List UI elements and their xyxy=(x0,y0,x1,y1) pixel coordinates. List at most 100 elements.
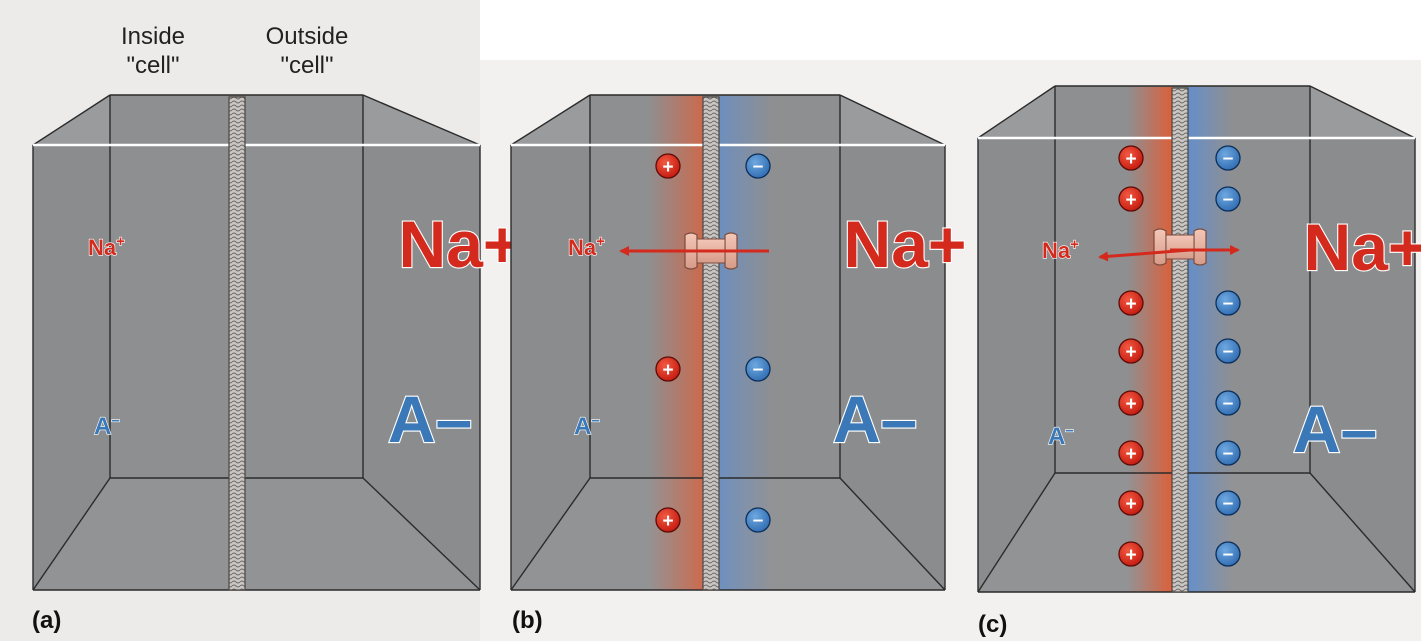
minus-sign: – xyxy=(753,510,764,531)
outside-label-line1: Outside xyxy=(265,23,349,50)
panel-letter-c: (c) xyxy=(978,611,1008,638)
membrane xyxy=(1171,87,1189,593)
minus-circle xyxy=(1215,490,1241,516)
negative-charge: – xyxy=(1215,290,1241,316)
edge-floor-right xyxy=(362,477,481,591)
large-anion-label: A– xyxy=(388,382,472,456)
minus-circle xyxy=(1215,338,1241,364)
edge-floor-right xyxy=(1309,472,1416,593)
plus-circle xyxy=(1118,290,1144,316)
box-floor xyxy=(33,478,480,590)
positive-charge: + xyxy=(1118,290,1144,316)
edge-top-right xyxy=(1309,85,1416,139)
channel-left-subunit xyxy=(1153,228,1167,266)
plus-sign: + xyxy=(1125,149,1136,170)
minus-sign: – xyxy=(753,359,764,380)
outside-label-line2: "cell" xyxy=(280,52,334,79)
plus-circle xyxy=(655,507,681,533)
plus-circle xyxy=(1118,338,1144,364)
plus-circle xyxy=(655,153,681,179)
minus-sign: – xyxy=(1223,293,1234,314)
positive-charge: + xyxy=(1118,338,1144,364)
plus-circle xyxy=(1118,541,1144,567)
minus-circle xyxy=(1215,541,1241,567)
inside-label-line2: "cell" xyxy=(126,52,180,79)
anion-superscript: – xyxy=(111,412,119,429)
positive-charge: + xyxy=(1118,186,1144,212)
panel-c: Na+Na+A–A–+–+–+–+–+–+–+–+– xyxy=(977,85,1421,593)
plus-circle xyxy=(655,356,681,382)
panel-a: Na+Na+A–A– xyxy=(32,94,523,591)
minus-sign: – xyxy=(1223,341,1234,362)
negative-charge: – xyxy=(1215,390,1241,416)
negative-charge: – xyxy=(745,356,771,382)
plus-sign: + xyxy=(662,157,673,178)
outside-cell-label: Outside "cell" xyxy=(248,22,366,80)
positive-charge: + xyxy=(1118,490,1144,516)
minus-circle xyxy=(1215,145,1241,171)
large-sodium-label: Na+ xyxy=(844,207,967,281)
negative-charge: – xyxy=(1215,145,1241,171)
positive-charge: + xyxy=(1118,440,1144,466)
minus-circle xyxy=(745,153,771,179)
negative-charge-layer xyxy=(719,96,774,590)
plus-sign: + xyxy=(1125,394,1136,415)
plus-sign: + xyxy=(1125,190,1136,211)
plus-sign: + xyxy=(1125,342,1136,363)
positive-charge-layer xyxy=(648,96,703,590)
negative-charge: – xyxy=(1215,541,1241,567)
plus-sign: + xyxy=(1125,294,1136,315)
plus-circle xyxy=(1118,145,1144,171)
large-anion-label: A– xyxy=(1293,392,1377,466)
inside-label-line1: Inside xyxy=(120,23,186,50)
minus-circle xyxy=(1215,440,1241,466)
negative-charge: – xyxy=(1215,490,1241,516)
large-anion-label: A– xyxy=(833,382,917,456)
negative-charge: – xyxy=(1215,186,1241,212)
positive-charge: + xyxy=(655,356,681,382)
minus-sign: – xyxy=(1223,493,1234,514)
panel-letter-b: (b) xyxy=(512,607,543,634)
minus-sign: – xyxy=(753,156,764,177)
plus-circle xyxy=(1118,440,1144,466)
negative-charge: – xyxy=(1215,338,1241,364)
large-sodium-label: Na+ xyxy=(399,207,522,281)
small-sodium-label: Na+ xyxy=(1042,236,1079,263)
negative-charge: – xyxy=(745,507,771,533)
edge-top-left xyxy=(510,94,591,146)
edge-floor-left xyxy=(32,477,111,591)
minus-sign: – xyxy=(1223,148,1234,169)
positive-charge: + xyxy=(655,507,681,533)
edge-top-right xyxy=(362,94,481,146)
plus-sign: + xyxy=(1125,545,1136,566)
edge-top-left xyxy=(977,85,1056,139)
positive-charge: + xyxy=(655,153,681,179)
plus-sign: + xyxy=(662,360,673,381)
plus-sign: + xyxy=(662,511,673,532)
minus-sign: – xyxy=(1223,393,1234,414)
minus-circle xyxy=(745,356,771,382)
minus-circle xyxy=(1215,186,1241,212)
plus-circle xyxy=(1118,490,1144,516)
minus-circle xyxy=(745,507,771,533)
edge-top-left xyxy=(32,94,111,146)
plus-sign: + xyxy=(1125,494,1136,515)
plus-circle xyxy=(1118,186,1144,212)
sodium-superscript: + xyxy=(596,233,605,250)
minus-circle xyxy=(1215,290,1241,316)
ion-channel xyxy=(1153,228,1207,266)
minus-circle xyxy=(1215,390,1241,416)
channel-right-subunit xyxy=(1193,228,1207,266)
positive-charge: + xyxy=(1118,541,1144,567)
inside-cell-label: Inside "cell" xyxy=(108,22,198,80)
edge-top-right xyxy=(839,94,946,146)
edge-floor-left xyxy=(510,477,591,591)
minus-sign: – xyxy=(1223,544,1234,565)
small-anion-label: A– xyxy=(94,412,120,440)
minus-sign: – xyxy=(1223,443,1234,464)
negative-charge: – xyxy=(745,153,771,179)
anion-superscript: – xyxy=(591,412,599,429)
positive-charge: + xyxy=(1118,145,1144,171)
edge-floor-right xyxy=(839,477,946,591)
